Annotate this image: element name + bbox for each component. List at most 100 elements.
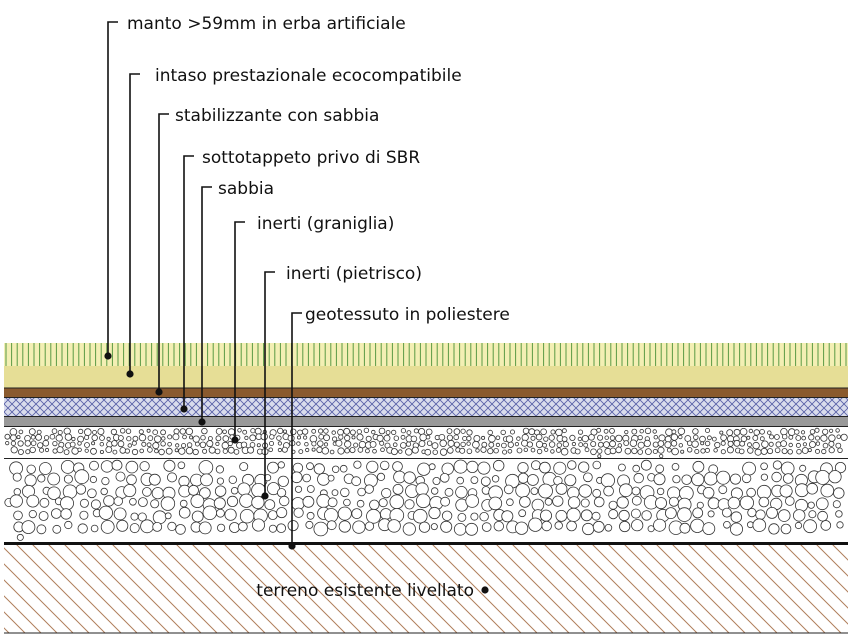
stone	[216, 477, 224, 485]
stone	[453, 428, 461, 435]
stone	[747, 521, 754, 529]
stone	[228, 475, 237, 484]
stone	[99, 435, 105, 441]
stone	[100, 487, 108, 496]
stone	[633, 472, 644, 484]
stone	[267, 461, 279, 474]
stone	[781, 448, 788, 455]
stone	[592, 488, 602, 498]
stone	[178, 506, 191, 519]
stone	[406, 430, 412, 436]
stone	[90, 499, 101, 510]
stone	[51, 428, 58, 434]
stone	[670, 440, 678, 447]
stone	[760, 447, 768, 455]
stone	[780, 523, 792, 535]
stone	[369, 440, 377, 448]
stone	[517, 472, 529, 484]
stone	[215, 465, 224, 474]
stone	[836, 434, 841, 439]
stone	[313, 521, 329, 537]
stone	[699, 435, 706, 443]
stone	[167, 521, 177, 532]
stone	[173, 428, 180, 435]
stone	[306, 485, 315, 493]
stone	[771, 471, 782, 483]
stone	[431, 442, 439, 450]
stone	[16, 533, 24, 541]
stone	[541, 520, 552, 532]
stone	[366, 508, 381, 524]
stone	[100, 520, 115, 534]
stone	[730, 473, 742, 485]
stone	[298, 449, 304, 455]
stone	[161, 436, 166, 441]
stone	[462, 435, 468, 441]
stone	[113, 507, 127, 521]
pietrisco-stones	[4, 459, 847, 541]
stone	[351, 476, 362, 487]
stone	[64, 520, 73, 530]
stone	[432, 476, 441, 485]
stone	[124, 448, 131, 454]
stone	[16, 435, 21, 440]
stone	[440, 520, 453, 533]
stone	[17, 440, 24, 447]
stone	[517, 462, 529, 474]
stone	[26, 464, 36, 475]
stone	[687, 440, 693, 446]
stone	[71, 447, 79, 455]
stone	[75, 484, 87, 495]
stone	[495, 442, 500, 447]
stone	[466, 448, 473, 455]
stone	[281, 446, 288, 453]
stone	[540, 509, 553, 522]
stone	[691, 473, 705, 487]
leader-graniglia	[231, 221, 245, 444]
stone	[115, 471, 126, 482]
stone	[237, 482, 251, 496]
stone	[500, 429, 506, 436]
stone	[112, 449, 118, 455]
stone	[129, 497, 137, 506]
stone	[411, 446, 419, 454]
stone	[465, 522, 479, 536]
stone	[343, 427, 351, 435]
stone	[794, 521, 803, 530]
stone	[836, 521, 844, 529]
stone	[417, 462, 431, 476]
stone	[39, 447, 45, 453]
stone	[111, 440, 118, 447]
stone	[13, 488, 21, 496]
stone	[119, 428, 126, 434]
stone	[439, 448, 448, 456]
stone	[50, 508, 62, 519]
stone	[279, 495, 290, 507]
layer-terreno-hatch	[4, 545, 848, 633]
stone	[215, 508, 225, 518]
stone	[653, 473, 666, 486]
stone	[28, 509, 37, 519]
stone	[652, 441, 659, 448]
stone	[609, 427, 615, 434]
stone	[580, 509, 593, 522]
stone	[30, 434, 36, 440]
stone	[760, 462, 768, 471]
stone	[269, 434, 275, 440]
stone	[277, 441, 282, 446]
stone	[324, 508, 339, 523]
stone	[221, 441, 229, 450]
stone	[677, 507, 692, 522]
stone	[752, 441, 760, 450]
stone	[331, 436, 338, 442]
stone	[514, 521, 529, 535]
stone	[125, 428, 132, 434]
stone	[727, 440, 734, 447]
stone	[664, 441, 672, 449]
stone	[331, 489, 339, 497]
stone	[521, 439, 529, 447]
stone	[581, 434, 589, 443]
stone	[441, 510, 453, 522]
stone	[653, 518, 667, 532]
stone	[62, 484, 78, 499]
